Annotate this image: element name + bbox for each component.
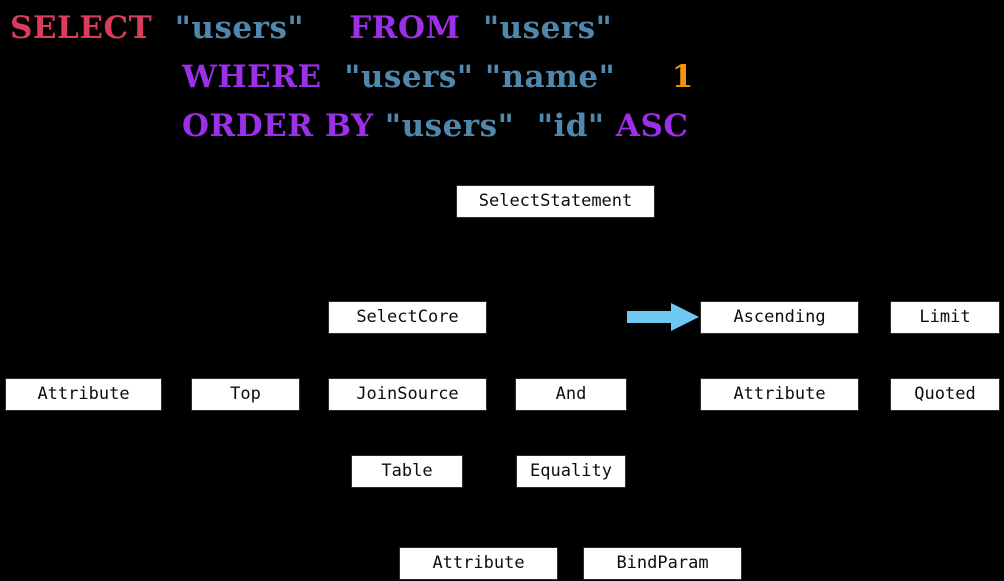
tree-node-bind-param[interactable]: BindParam (583, 547, 742, 580)
sql-line-3: ORDER BY "users" "id" ASC (182, 111, 689, 142)
sql-token-identifier: "users" (174, 10, 305, 46)
sql-token-identifier: "users" (384, 108, 515, 144)
tree-node-attribute-1[interactable]: Attribute (5, 378, 162, 411)
sql-token-keyword: FROM (349, 10, 461, 46)
tree-node-table[interactable]: Table (351, 455, 463, 488)
sql-token-identifier: "id" (536, 108, 605, 144)
tree-node-and[interactable]: And (515, 378, 627, 411)
tree-node-ascending[interactable]: Ascending (700, 301, 859, 334)
sql-token-literal: 1 (671, 59, 694, 95)
tree-node-select-core[interactable]: SelectCore (328, 301, 487, 334)
tree-node-top[interactable]: Top (191, 378, 300, 411)
tree-node-attribute-3[interactable]: Attribute (399, 547, 558, 580)
sql-token-keyword: ORDER BY (182, 108, 374, 144)
tree-node-quoted[interactable]: Quoted (890, 378, 1000, 411)
sql-token-identifier: "name" (484, 59, 616, 95)
sql-line-2: WHERE "users" "name" 1 (182, 62, 694, 93)
sql-line-1: SELECT "users" FROM "users" (10, 13, 612, 44)
tree-node-limit[interactable]: Limit (890, 301, 1000, 334)
tree-node-attribute-2[interactable]: Attribute (700, 378, 859, 411)
sql-token-keyword: WHERE (182, 59, 322, 95)
tree-node-join-source[interactable]: JoinSource (328, 378, 487, 411)
tree-node-select-statement[interactable]: SelectStatement (456, 185, 655, 218)
sql-token-keyword-select: SELECT (10, 10, 153, 46)
sql-token-identifier: "users" (344, 59, 474, 95)
arrow-right-icon (627, 303, 699, 331)
sql-token-keyword: ASC (615, 108, 689, 144)
tree-node-equality[interactable]: Equality (516, 455, 626, 488)
sql-source-listing: SELECT "users" FROM "users" WHERE "users… (0, 0, 1004, 160)
sql-token-identifier: "users" (482, 10, 613, 46)
